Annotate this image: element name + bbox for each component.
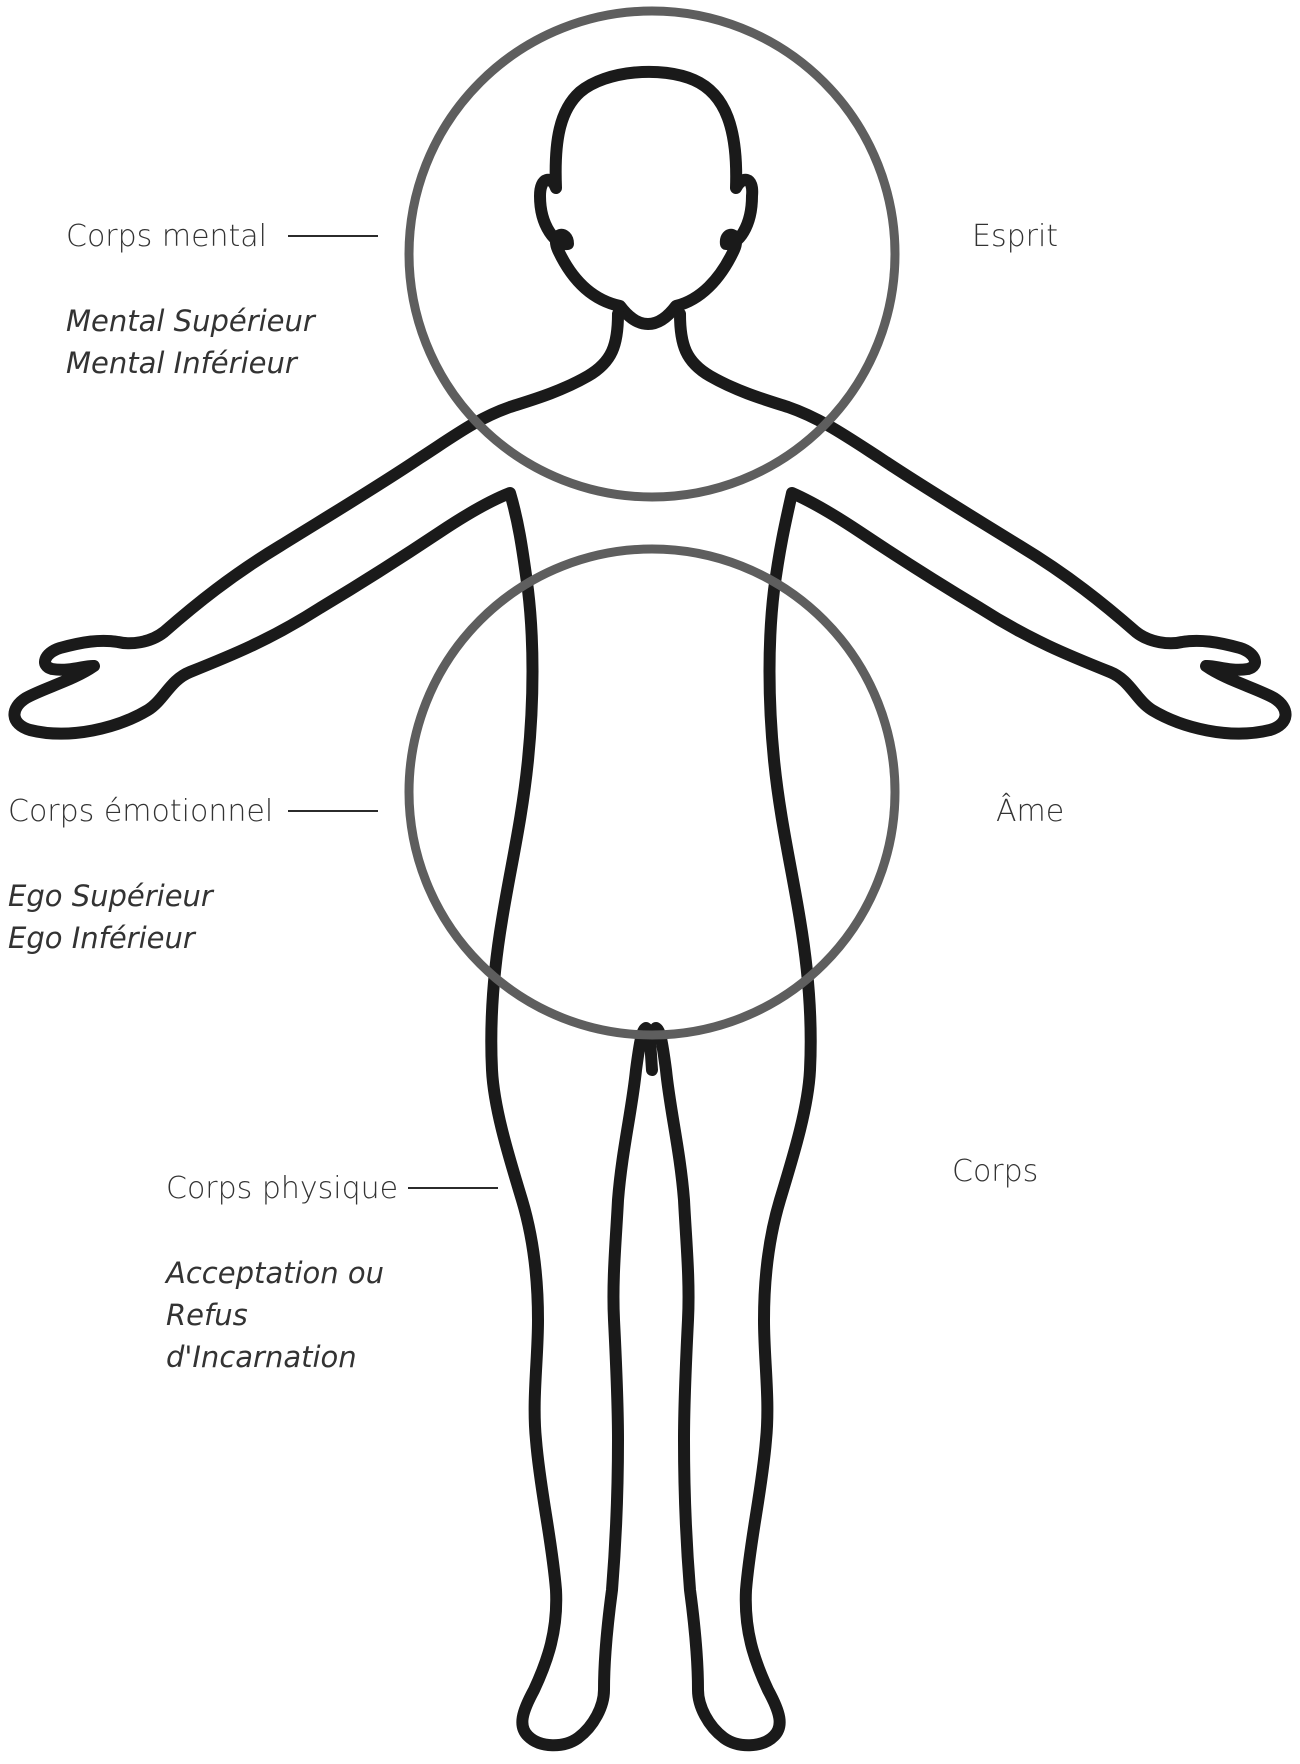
label-ame: Âme	[996, 791, 1064, 833]
connector-physical	[408, 1187, 498, 1189]
label-corps-physique: Corps physique	[166, 1168, 398, 1210]
sublabel-ego-superieur: Ego Supérieur	[8, 875, 213, 917]
label-esprit: Esprit	[972, 216, 1058, 258]
sublabel-refus: Refus	[166, 1294, 384, 1336]
sublabel-mental-superieur: Mental Supérieur	[66, 300, 315, 342]
sublabel-ego-inferieur: Ego Inférieur	[8, 917, 213, 959]
sublabels-emotional: Ego Supérieur Ego Inférieur	[8, 875, 213, 959]
connector-emotional	[288, 810, 378, 812]
mind-circle	[409, 11, 895, 497]
sublabel-incarnation: d'Incarnation	[166, 1336, 384, 1378]
sublabel-acceptation: Acceptation ou	[166, 1252, 384, 1294]
sublabels-physical: Acceptation ou Refus d'Incarnation	[166, 1252, 384, 1378]
label-corps-emotionnel: Corps émotionnel	[8, 791, 273, 833]
sublabel-mental-inferieur: Mental Inférieur	[66, 342, 315, 384]
body-right-outline	[656, 314, 1286, 1745]
body-left-outline	[14, 314, 652, 1745]
label-corps: Corps	[952, 1151, 1038, 1193]
soul-circle	[409, 549, 895, 1035]
label-corps-mental: Corps mental	[66, 216, 267, 258]
connector-mental	[288, 235, 378, 237]
head-outline	[540, 72, 752, 324]
sublabels-mental: Mental Supérieur Mental Inférieur	[66, 300, 315, 384]
